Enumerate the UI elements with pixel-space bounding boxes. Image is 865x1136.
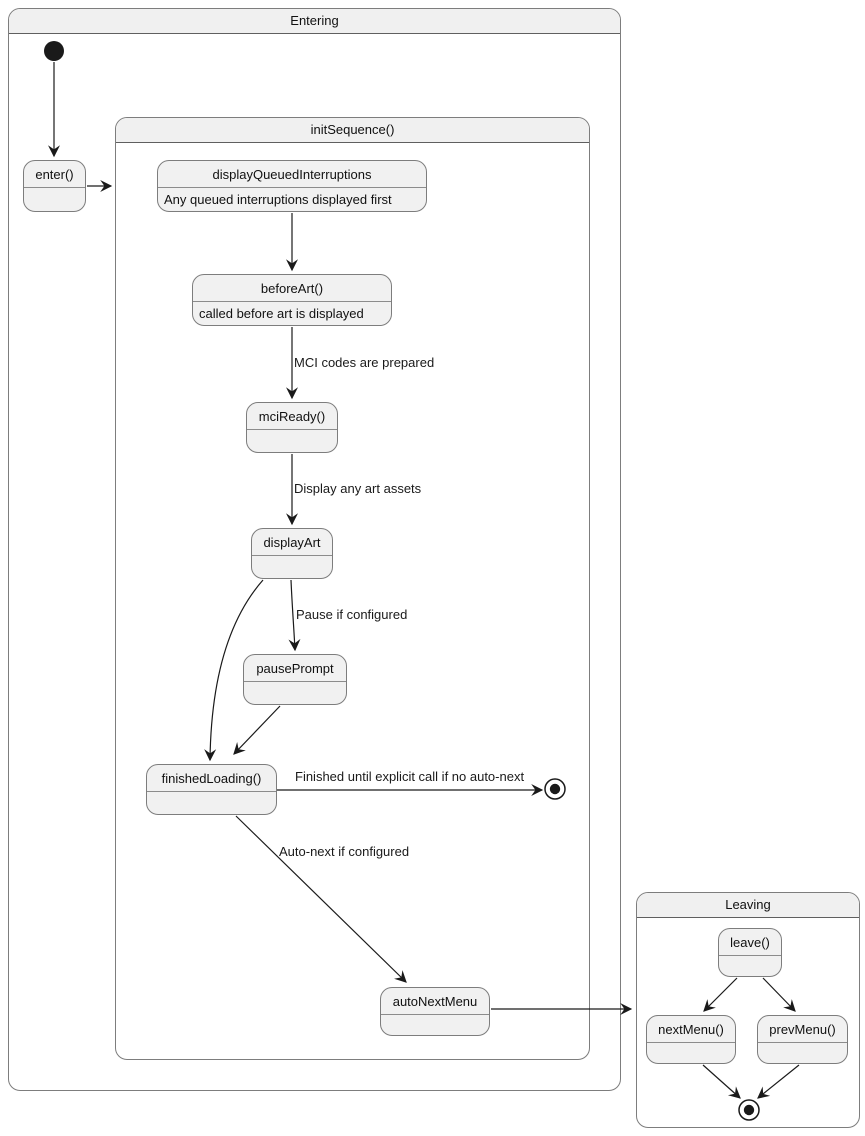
- state-next-menu: nextMenu(): [646, 1015, 736, 1064]
- state-before-art-label: beforeArt(): [260, 280, 324, 296]
- container-entering-title: Entering: [9, 9, 620, 34]
- state-pause-prompt-body: [244, 681, 346, 704]
- state-display-art-body: [252, 555, 332, 578]
- container-leaving-title: Leaving: [637, 893, 859, 918]
- state-leave: leave(): [718, 928, 782, 977]
- state-auto-next-menu-body: [381, 1014, 489, 1035]
- state-prev-menu-body: [758, 1042, 847, 1063]
- state-prev-menu-label: prevMenu(): [769, 1021, 836, 1037]
- container-init-sequence-title: initSequence(): [116, 118, 589, 143]
- edge-label-auto-next-if-configured: Auto-next if configured: [279, 844, 410, 859]
- state-mci-ready: mciReady(): [246, 402, 338, 453]
- state-mci-ready-body: [247, 429, 337, 452]
- state-pause-prompt: pausePrompt: [243, 654, 347, 705]
- state-auto-next-menu: autoNextMenu: [380, 987, 490, 1036]
- state-display-art-label: displayArt: [263, 534, 321, 550]
- state-next-menu-label: nextMenu(): [658, 1021, 724, 1037]
- edge-label-mci-codes-prepared: MCI codes are prepared: [294, 355, 435, 370]
- state-auto-next-menu-label: autoNextMenu: [392, 993, 478, 1009]
- edge-label-finished-until-explicit: Finished until explicit call if no auto-…: [295, 769, 525, 784]
- state-enter-label: enter(): [35, 166, 74, 182]
- state-before-art: beforeArt() called before art is display…: [192, 274, 392, 326]
- state-mci-ready-label: mciReady(): [258, 408, 326, 424]
- state-enter-body: [24, 187, 85, 211]
- state-finished-loading: finishedLoading(): [146, 764, 277, 815]
- state-prev-menu: prevMenu(): [757, 1015, 848, 1064]
- edge-label-pause-if-configured: Pause if configured: [296, 607, 408, 622]
- state-pause-prompt-label: pausePrompt: [256, 660, 334, 676]
- state-leave-label: leave(): [730, 934, 770, 950]
- state-leave-body: [719, 955, 781, 976]
- state-display-queued-interruptions-description: Any queued interruptions displayed first: [158, 187, 426, 211]
- state-finished-loading-label: finishedLoading(): [161, 770, 262, 786]
- state-next-menu-body: [647, 1042, 735, 1063]
- state-finished-loading-body: [147, 791, 276, 814]
- container-leaving: Leaving: [636, 892, 860, 1128]
- state-enter: enter(): [23, 160, 86, 212]
- state-display-queued-interruptions-label: displayQueuedInterruptions: [212, 166, 372, 182]
- state-display-art: displayArt: [251, 528, 333, 579]
- state-before-art-description: called before art is displayed: [193, 301, 391, 325]
- state-display-queued-interruptions: displayQueuedInterruptions Any queued in…: [157, 160, 427, 212]
- container-init-sequence: initSequence(): [115, 117, 590, 1060]
- edge-label-display-any-art-assets: Display any art assets: [294, 481, 422, 496]
